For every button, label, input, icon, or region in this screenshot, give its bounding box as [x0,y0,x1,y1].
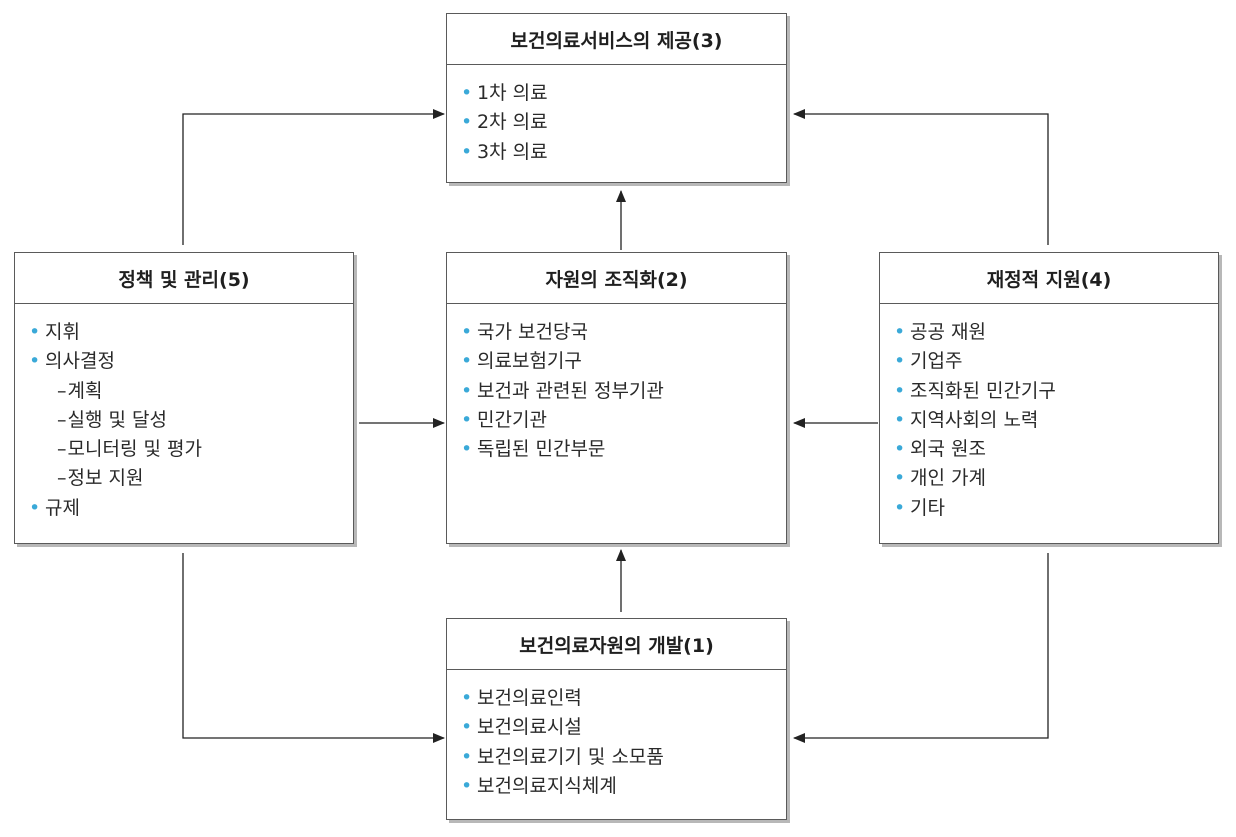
list-item: 기업주 [910,347,1218,376]
node-title: 정책 및 관리(5) [15,253,353,304]
node-items: 보건의료인력보건의료시설보건의료기기 및 소모품보건의료지식체계 [447,670,786,801]
list-item: 개인 가계 [910,464,1218,493]
list-item: 3차 의료 [477,138,786,167]
arrow-policy-to-provision [182,109,445,245]
arrow-finance-to-provision [793,109,1049,245]
list-item: 공공 재원 [910,318,1218,347]
list-item: 1차 의료 [477,79,786,108]
node-policy-management: 정책 및 관리(5) 지휘의사결정계획실행 및 달성모니터링 및 평가정보 지원… [14,252,354,544]
list-item: 의사결정 [45,347,353,376]
node-title: 보건의료서비스의 제공(3) [447,14,786,65]
node-items: 공공 재원기업주조직화된 민간기구지역사회의 노력외국 원조개인 가계기타 [880,304,1218,523]
node-title: 자원의 조직화(2) [447,253,786,304]
node-resource-organization: 자원의 조직화(2) 국가 보건당국의료보험기구보건과 관련된 정부기관민간기관… [446,252,787,544]
node-title: 보건의료자원의 개발(1) [447,619,786,670]
list-item: 외국 원조 [910,435,1218,464]
list-item: 보건의료지식체계 [477,772,786,801]
node-title: 재정적 지원(4) [880,253,1218,304]
list-item: 보건의료인력 [477,684,786,713]
sub-list-item: 모니터링 및 평가 [45,435,353,464]
list-item: 독립된 민간부문 [477,435,786,464]
sub-list-item: 실행 및 달성 [45,406,353,435]
arrow-finance-to-development [793,553,1049,743]
list-item: 지역사회의 노력 [910,406,1218,435]
node-resource-development: 보건의료자원의 개발(1) 보건의료인력보건의료시설보건의료기기 및 소모품보건… [446,618,787,820]
list-item: 보건의료시설 [477,713,786,742]
list-item: 의료보험기구 [477,347,786,376]
list-item: 보건과 관련된 정부기관 [477,377,786,406]
list-item: 보건의료기기 및 소모품 [477,743,786,772]
list-item: 규제 [45,494,353,523]
sub-list-item: 정보 지원 [45,464,353,493]
node-items: 국가 보건당국의료보험기구보건과 관련된 정부기관민간기관독립된 민간부문 [447,304,786,464]
list-item: 기타 [910,494,1218,523]
list-item: 조직화된 민간기구 [910,377,1218,406]
list-item: 민간기관 [477,406,786,435]
node-service-provision: 보건의료서비스의 제공(3) 1차 의료2차 의료3차 의료 [446,13,787,183]
list-item: 국가 보건당국 [477,318,786,347]
sub-list-item: 계획 [45,377,353,406]
list-item: 2차 의료 [477,108,786,137]
node-items: 1차 의료2차 의료3차 의료 [447,65,786,167]
arrow-policy-to-development [182,553,445,743]
list-item: 지휘 [45,318,353,347]
node-financial-support: 재정적 지원(4) 공공 재원기업주조직화된 민간기구지역사회의 노력외국 원조… [879,252,1219,544]
node-items: 지휘의사결정계획실행 및 달성모니터링 및 평가정보 지원규제 [15,304,353,523]
